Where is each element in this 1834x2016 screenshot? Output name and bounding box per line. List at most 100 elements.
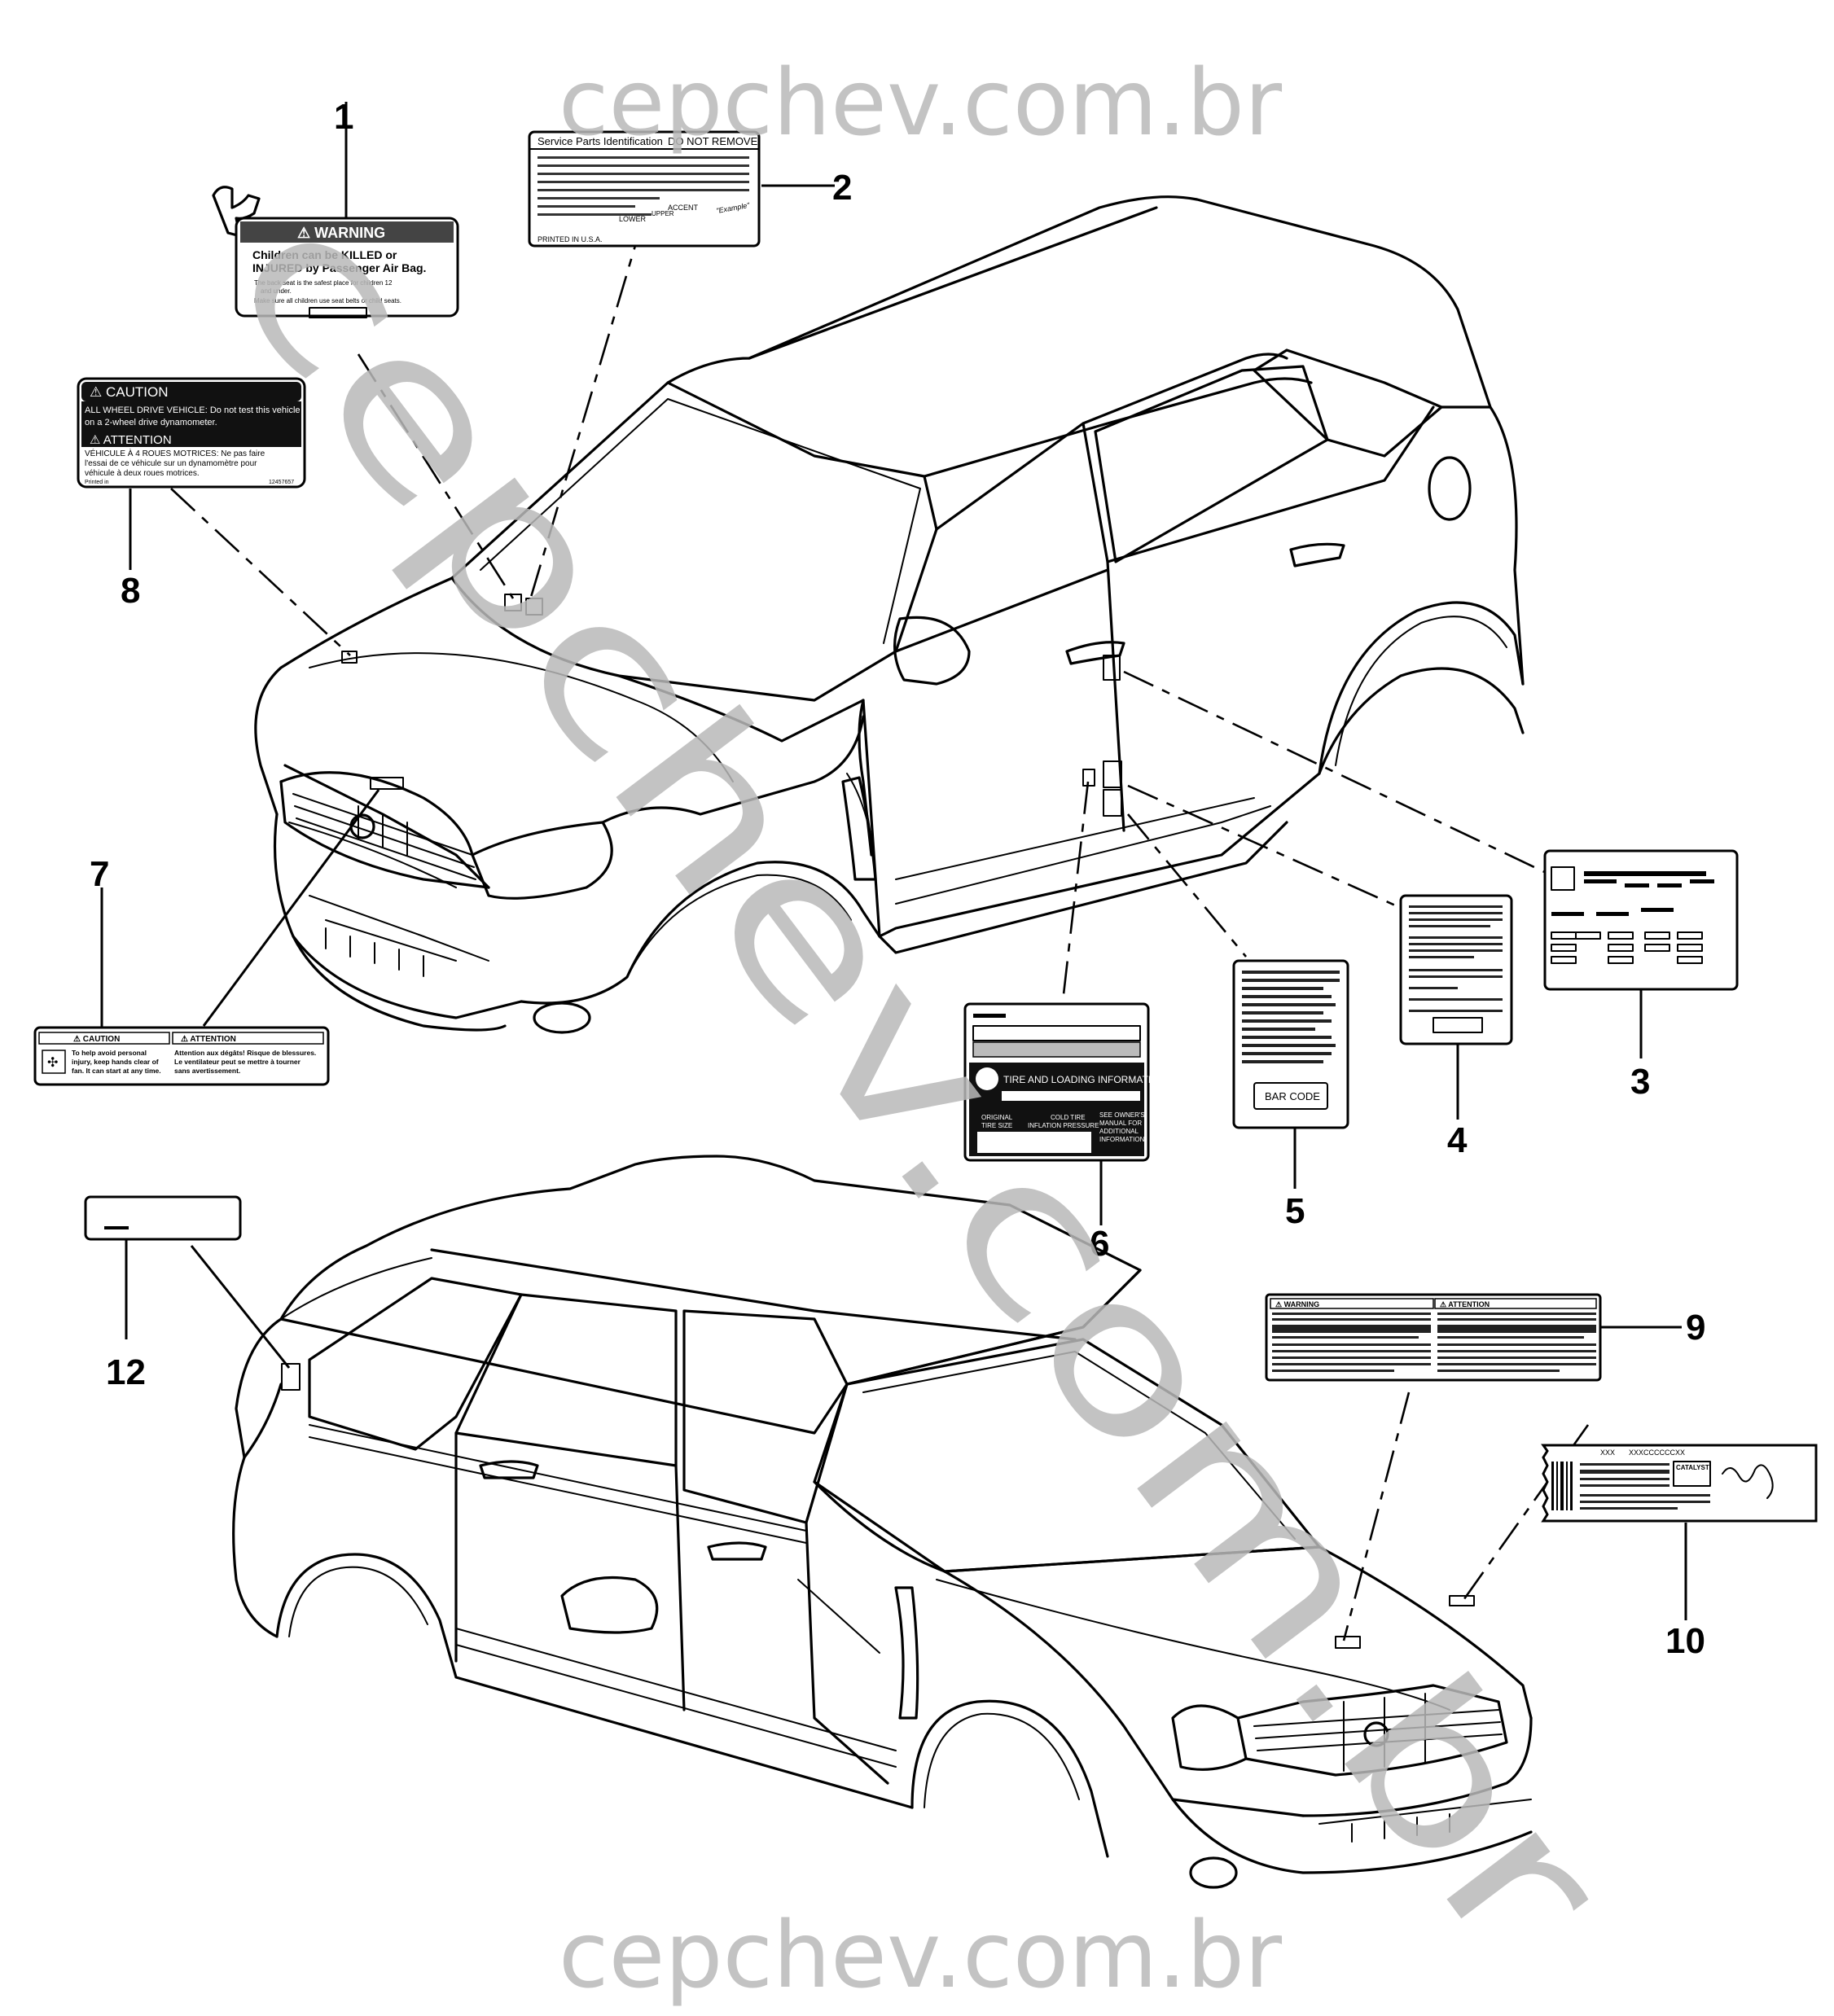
- bar-code-label-text-rows: [1242, 971, 1340, 1063]
- svg-text:⚠ ATTENTION: ⚠ ATTENTION: [1440, 1300, 1490, 1308]
- label-bar-code: BAR CODE: [1232, 959, 1349, 1129]
- top-label-markers: [341, 594, 1122, 817]
- bottom-grille-slats: [1253, 1693, 1503, 1772]
- callout-numbers: 1 2 3 4 5 6 7 8 9 10 12: [90, 97, 1705, 1661]
- svg-text:⚠ CAUTION: ⚠ CAUTION: [90, 384, 168, 400]
- spid-code-rows: [537, 156, 749, 216]
- airbag-warning-line2: INJURED by Passenger Air Bag.: [252, 261, 426, 274]
- label-service-parts: Service Parts Identification DO NOT REMO…: [528, 130, 761, 248]
- awd-attention-heading: ATTENTION: [103, 433, 172, 447]
- fan-en1: To help avoid personal: [72, 1049, 147, 1057]
- tire-see4: INFORMATION: [1099, 1136, 1145, 1143]
- fan-attention-heading: ATTENTION: [190, 1035, 235, 1044]
- emission-catalyst: CATALYST: [1676, 1464, 1709, 1471]
- airbag-warning-bullet1b: and under.: [261, 287, 292, 295]
- label-caution-awd: ⚠ CAUTION ALL WHEEL DRIVE VEHICLE: Do no…: [77, 377, 306, 489]
- callout-2: 2: [832, 168, 852, 208]
- label-certification: [1543, 849, 1739, 991]
- svg-text:⚠ WARNING: ⚠ WARNING: [1275, 1300, 1319, 1308]
- bottom-vehicle-outline: [232, 1155, 1533, 1889]
- awd-text2: on a 2-wheel drive dynamometer.: [85, 418, 217, 427]
- airbag-warning-bullet2: Make sure all children use seat belts or…: [254, 297, 401, 305]
- fan-caution-heading: CAUTION: [83, 1035, 121, 1044]
- bottom-fog-lamp: [1189, 1856, 1238, 1889]
- watermark-bottom: cepchev.com.br: [559, 1903, 1283, 2009]
- fan-icon: ✣: [47, 1056, 58, 1070]
- spid-accent: ACCENT: [668, 204, 699, 212]
- emission-xxx: XXX: [1600, 1448, 1615, 1457]
- fan-fr3: sans avertissement.: [174, 1067, 240, 1075]
- top-vehicle-outline: [254, 195, 1525, 1034]
- awd-printed: Printed in: [85, 480, 109, 485]
- emission-code: XXXCCCCCCXX: [1629, 1448, 1685, 1457]
- callout-12: 12: [106, 1352, 146, 1392]
- callout-6: 6: [1090, 1224, 1109, 1264]
- bilingual-warning-heading: WARNING: [1284, 1300, 1320, 1308]
- svg-text:⚠ CAUTION: ⚠ CAUTION: [73, 1035, 120, 1044]
- lower-grille-slats: [325, 927, 424, 977]
- tire-see1: SEE OWNER'S: [1099, 1111, 1145, 1119]
- tire-inflation: INFLATION PRESSURE: [1028, 1122, 1099, 1129]
- bilingual-attention-heading: ATTENTION: [1448, 1300, 1490, 1308]
- fog-lamp: [533, 1001, 591, 1034]
- label-caution-fan: ⚠ CAUTION ⚠ ATTENTION ✣ To help avoid pe…: [33, 1026, 330, 1086]
- label-bilingual-warning: ⚠ WARNING ⚠ ATTENTION: [1265, 1293, 1602, 1382]
- watermark-diagonal: cepchev.com.br: [186, 163, 1649, 1996]
- fuel-door: [1428, 456, 1472, 521]
- bar-code-text: BAR CODE: [1265, 1090, 1320, 1102]
- grille-slats: [292, 793, 476, 880]
- callout-10: 10: [1665, 1621, 1705, 1661]
- airbag-warning-heading: WARNING: [314, 225, 385, 241]
- bottom-label-markers: [281, 1363, 1475, 1649]
- callout-4: 4: [1447, 1120, 1468, 1160]
- bottom-front-emblem: [1363, 1721, 1389, 1747]
- cert-table: [1551, 931, 1703, 964]
- svg-text:⚠ ATTENTION: ⚠ ATTENTION: [181, 1035, 236, 1044]
- fan-en3: fan. It can start at any time.: [72, 1067, 161, 1075]
- callout-9: 9: [1686, 1308, 1705, 1348]
- spid-title: Service Parts Identification: [537, 135, 663, 147]
- tire-see3: ADDITIONAL: [1099, 1128, 1139, 1135]
- tire-size: TIRE SIZE: [981, 1122, 1012, 1129]
- bilingual-text-rows: [1272, 1313, 1596, 1372]
- awd-text4: l'essai de ce véhicule sur un dynamomètr…: [85, 459, 257, 468]
- bottom-lower-slats: [1351, 1813, 1450, 1843]
- airbag-warning-bullet1: The back seat is the safest place for ch…: [254, 279, 393, 287]
- emission-text-rows: [1580, 1463, 1710, 1510]
- svg-text:⚠ ATTENTION: ⚠ ATTENTION: [90, 433, 172, 447]
- callout-7: 7: [90, 854, 109, 894]
- anti-theft-text-rows: [1409, 905, 1503, 1012]
- awd-text1: ALL WHEEL DRIVE VEHICLE: Do not test thi…: [85, 405, 301, 415]
- tire-heading: TIRE AND LOADING INFORMATION: [1003, 1074, 1165, 1085]
- awd-text3: VÉHICULE À 4 ROUES MOTRICES: Ne pas fair…: [85, 448, 265, 458]
- callout-5: 5: [1285, 1191, 1305, 1231]
- awd-number: 12457657: [269, 480, 294, 485]
- leader-lines: [100, 102, 1687, 1641]
- label-airbag-warning: ⚠ WARNING Children can be KILLED or INJU…: [212, 186, 459, 318]
- watermark-top: cepchev.com.br: [559, 50, 1283, 156]
- spid-upper: UPPER: [652, 210, 674, 217]
- label-tire-loading: TIRE AND LOADING INFORMATION ORIGINAL TI…: [963, 1002, 1165, 1162]
- cert-fields: [1551, 871, 1714, 916]
- fan-en2: injury, keep hands clear of: [72, 1058, 159, 1066]
- label-anti-theft: [1399, 894, 1513, 1045]
- emission-barcode: [1551, 1462, 1573, 1510]
- callout-8: 8: [121, 571, 140, 611]
- tire-cold: COLD TIRE: [1051, 1114, 1086, 1121]
- fan-fr2: Le ventilateur peut se mettre à tourner: [174, 1058, 301, 1066]
- callout-3: 3: [1630, 1062, 1650, 1102]
- tire-original: ORIGINAL: [981, 1114, 1013, 1121]
- label-emission: XXX XXXCCCCCCXX CATALYST: [1541, 1444, 1818, 1523]
- spid-lower: LOWER: [619, 215, 647, 223]
- fan-fr1: Attention aux dégâts! Risque de blessure…: [174, 1049, 316, 1057]
- callout-1: 1: [334, 97, 353, 137]
- tire-see2: MANUAL FOR: [1099, 1120, 1142, 1127]
- spid-printed: PRINTED IN U.S.A.: [537, 235, 603, 243]
- label-blank-12: [84, 1195, 242, 1241]
- awd-caution-heading: CAUTION: [106, 384, 169, 400]
- awd-text5: véhicule à deux roues motrices.: [85, 469, 200, 478]
- svg-text:⚠ WARNING: ⚠ WARNING: [297, 225, 385, 241]
- airbag-warning-line1: Children can be KILLED or: [252, 248, 397, 261]
- spid-notice: DO NOT REMOVE: [668, 135, 758, 147]
